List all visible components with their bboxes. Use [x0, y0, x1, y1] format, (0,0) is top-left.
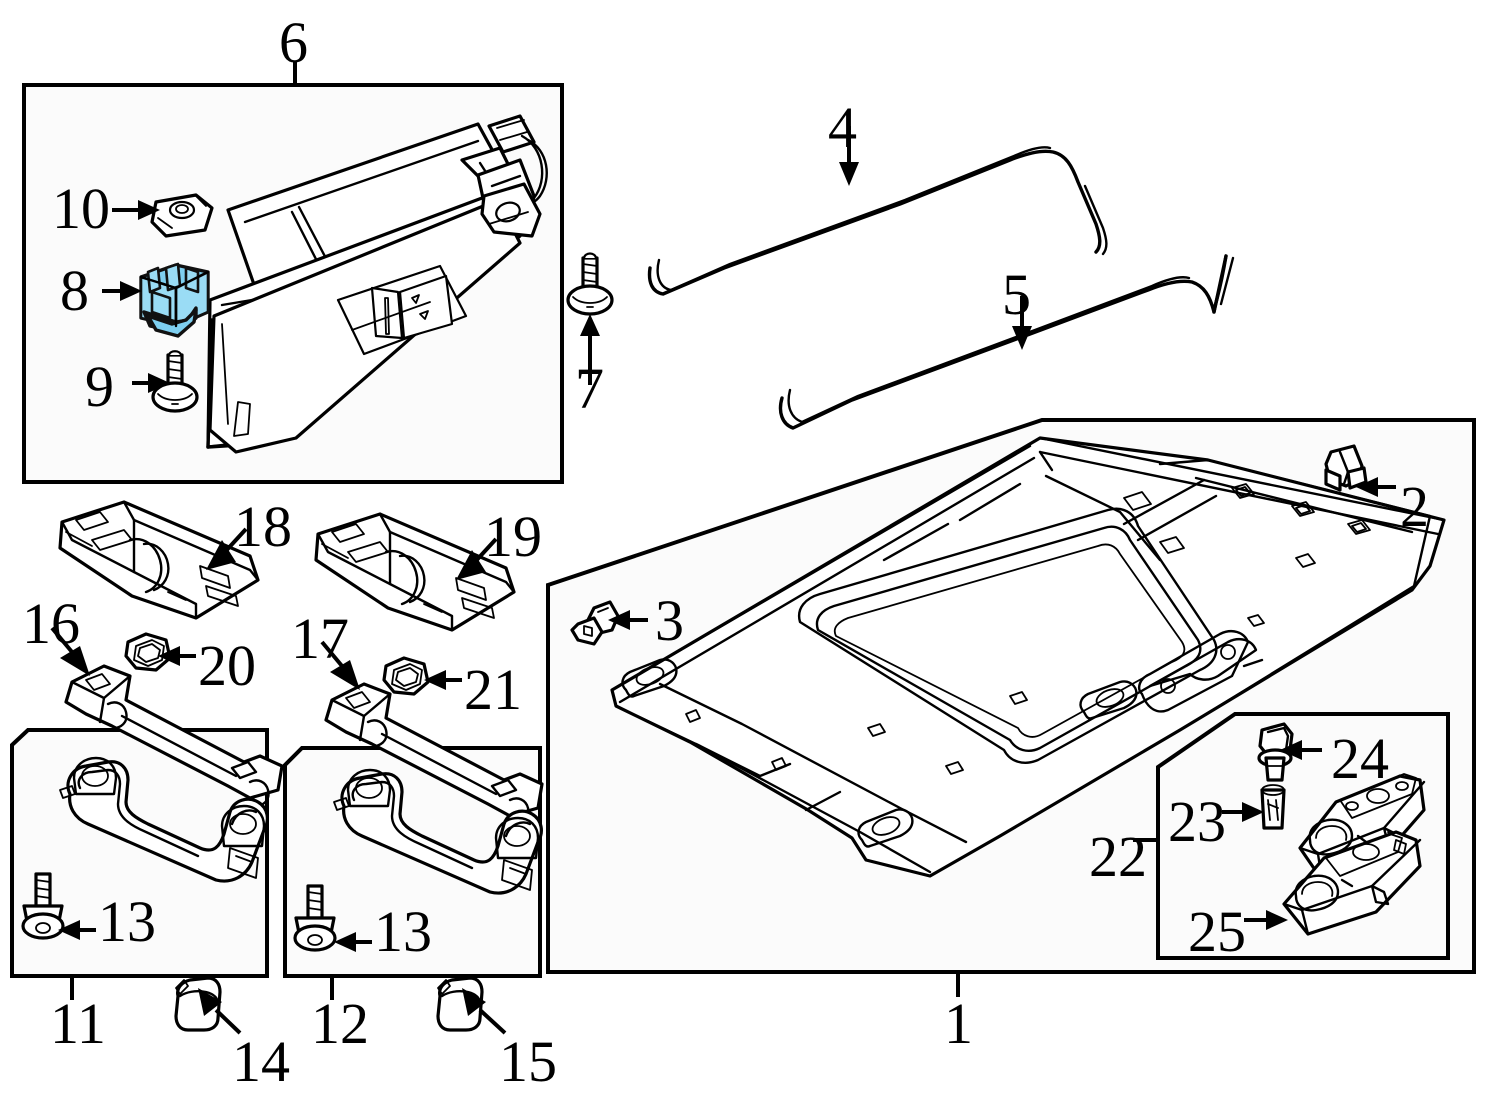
part-25-lamp-lens: [1282, 830, 1422, 936]
part-label-16: 16: [22, 591, 80, 656]
part-17-handle-bracket: [324, 682, 544, 826]
part-4-wire-rod: [647, 146, 1108, 296]
part-label-13-rear: 13: [374, 899, 432, 964]
part-16-handle-bracket: [64, 664, 284, 808]
handle-mount-pockets: [621, 658, 1138, 848]
part-label-12: 12: [311, 991, 369, 1056]
part-label-3: 3: [655, 588, 684, 653]
part-2-clip: [1324, 444, 1368, 492]
headliner-clip-pads: [1123, 483, 1371, 627]
part-13-bolt-front: [21, 872, 65, 940]
part-label-4: 4: [828, 95, 857, 160]
part-10-clip-nut: [150, 193, 214, 238]
part-label-8: 8: [60, 258, 89, 323]
part-label-23: 23: [1168, 789, 1226, 854]
part-label-25: 25: [1188, 899, 1246, 964]
part-label-14: 14: [232, 1029, 290, 1094]
part-18-reinforcement: [58, 500, 260, 620]
lamp-recess: [1138, 630, 1264, 713]
part-label-2: 2: [1400, 474, 1429, 539]
part-label-17: 17: [291, 606, 349, 671]
part-11-assist-handle: [59, 756, 269, 883]
group-leader-lines: [70, 62, 1158, 1000]
part-label-6: 6: [279, 10, 308, 75]
part-3-clip: [570, 600, 620, 646]
part-callout-arrows: [50, 126, 1396, 1035]
part-12-assist-handle: [333, 768, 543, 895]
part-7-screw: [566, 252, 614, 316]
part-23-bulb: [1260, 784, 1286, 830]
part-label-7: 7: [575, 356, 604, 421]
part-20-nut: [124, 632, 172, 672]
part-label-10: 10: [52, 176, 110, 241]
headliner-front-pads: [685, 691, 1028, 775]
part-label-5: 5: [1002, 262, 1031, 327]
part-label-22: 22: [1089, 824, 1147, 889]
part-label-11: 11: [50, 991, 106, 1056]
part-19-reinforcement: [314, 512, 516, 632]
part-13-bolt-rear: [293, 884, 337, 952]
part-21-nut: [382, 656, 430, 696]
part-8-visor-support-bracket-highlighted: [139, 262, 210, 338]
part-label-13-front: 13: [98, 889, 156, 954]
part-label-19: 19: [484, 504, 542, 569]
part-label-9: 9: [85, 354, 114, 419]
part-label-1: 1: [944, 991, 973, 1056]
headliner-panel: [610, 436, 1446, 878]
part-label-24: 24: [1331, 726, 1389, 791]
part-label-18: 18: [234, 494, 292, 559]
sun-visor-group: [206, 114, 548, 454]
part-9-screw: [151, 350, 199, 413]
part-label-15: 15: [499, 1029, 557, 1094]
part-label-20: 20: [198, 633, 256, 698]
part-5-wire-rod: [778, 254, 1235, 430]
part-label-21: 21: [464, 657, 522, 722]
